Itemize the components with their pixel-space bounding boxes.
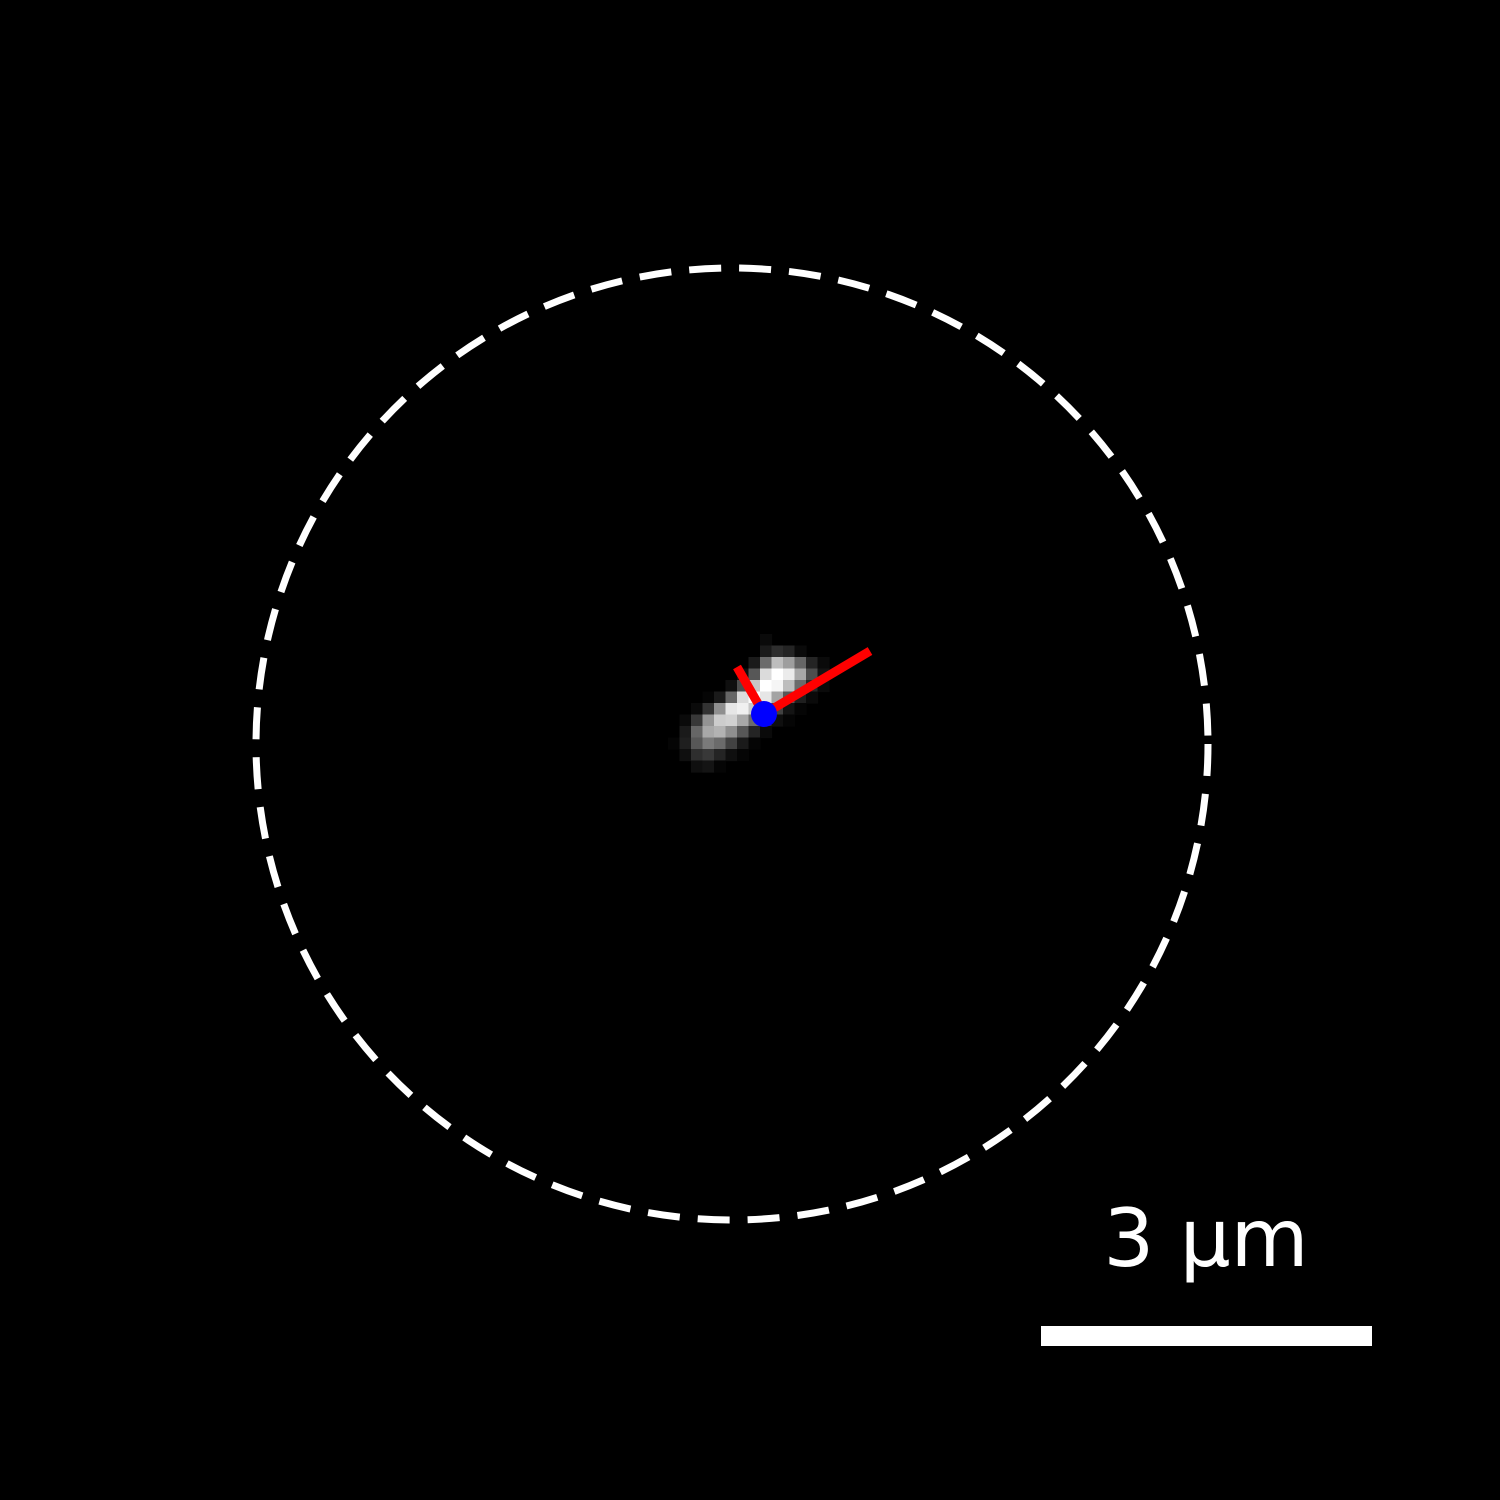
cell-pixel: [794, 703, 807, 716]
cell-pixel: [679, 714, 692, 727]
cell-pixel: [691, 714, 704, 727]
roi-dashed-circle: [252, 264, 1212, 1224]
cell-pixel: [783, 714, 796, 727]
cell-pixel: [783, 657, 796, 670]
major-axis-line: [761, 647, 873, 718]
cell-pixel: [702, 760, 715, 773]
cell-pixel: [783, 645, 796, 658]
cell-pixel: [806, 691, 819, 704]
cell-pixel: [691, 749, 704, 762]
cell-pixel: [691, 703, 704, 716]
cell-pixel: [714, 760, 727, 773]
cell-pixel: [806, 668, 819, 681]
cell-pixel: [714, 703, 727, 716]
cell-pixel: [748, 726, 761, 739]
cell-pixel: [702, 703, 715, 716]
cell-pixel: [725, 680, 738, 693]
cell-pixel: [794, 645, 807, 658]
cell-pixel: [760, 726, 773, 739]
cell-pixel: [794, 668, 807, 681]
cell-pixel: [702, 714, 715, 727]
cell-pixel: [725, 691, 738, 704]
cell-pixel: [783, 680, 796, 693]
cell-pixel: [714, 726, 727, 739]
cell-pixel: [679, 737, 692, 750]
scale-bar: [1041, 1326, 1372, 1346]
cell-pixel: [714, 737, 727, 750]
cell-pixel: [737, 749, 750, 762]
cell-pixel: [760, 691, 773, 704]
cell-pixel: [679, 749, 692, 762]
cell-pixel: [737, 703, 750, 716]
cell-pixel: [783, 668, 796, 681]
cell-pixel: [748, 657, 761, 670]
cell-pixel: [794, 657, 807, 670]
cell-pixel: [702, 737, 715, 750]
cell-pixel: [691, 737, 704, 750]
cell-pixel: [771, 680, 784, 693]
cell-pixel: [702, 749, 715, 762]
cell-pixel: [702, 691, 715, 704]
cell-pixel: [725, 703, 738, 716]
cell-pixel: [760, 634, 773, 647]
cell-pixel: [714, 714, 727, 727]
scale-bar-label: 3 µm: [1103, 1192, 1308, 1285]
cell-pixel: [679, 726, 692, 739]
cell-pixel: [748, 668, 761, 681]
cell-pixel: [668, 737, 681, 750]
cell-pixel: [760, 668, 773, 681]
cell-pixel: [737, 691, 750, 704]
cell-pixel: [771, 645, 784, 658]
cell-pixel: [737, 737, 750, 750]
cell-pixel: [725, 714, 738, 727]
cell-pixel: [760, 680, 773, 693]
cell-pixel: [691, 760, 704, 773]
cell-pixel: [714, 749, 727, 762]
cell-pixel: [737, 726, 750, 739]
cell-pixel: [817, 657, 830, 670]
cell-pixel: [725, 726, 738, 739]
cell-pixel: [806, 657, 819, 670]
cell-pixel: [725, 749, 738, 762]
cell-pixel: [691, 726, 704, 739]
cell-pixel: [714, 691, 727, 704]
cell-pixel: [737, 714, 750, 727]
centroid-marker: [751, 701, 777, 727]
cell-pixel: [760, 657, 773, 670]
cell-pixel: [702, 726, 715, 739]
cell-pixel: [760, 645, 773, 658]
cell-pixel: [748, 737, 761, 750]
cell-pixel: [771, 668, 784, 681]
cell-pixel: [725, 737, 738, 750]
cell-pixel: [771, 657, 784, 670]
